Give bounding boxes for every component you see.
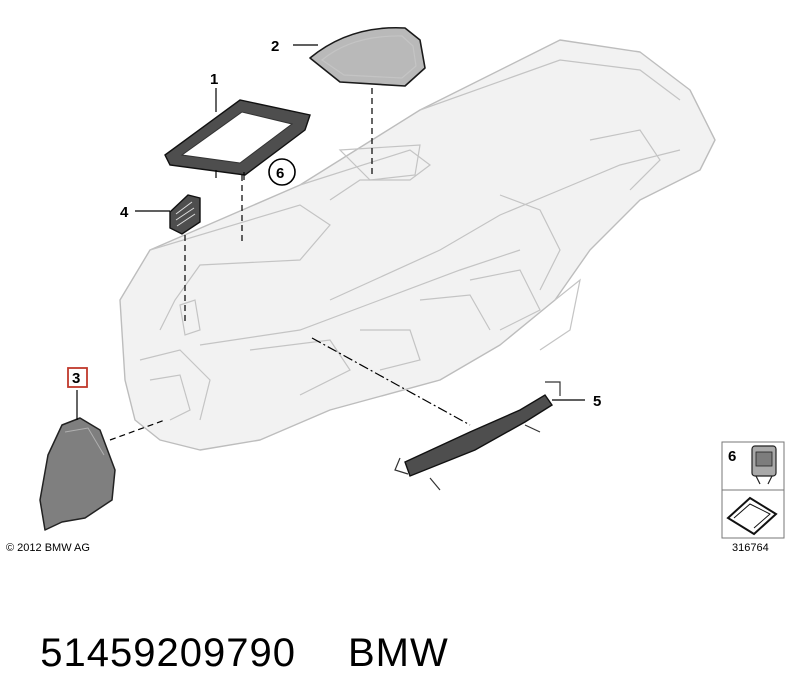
callout-labels: 2 1 4 5 (120, 38, 601, 410)
part-4-vent[interactable] (169, 194, 201, 235)
callout-1: 1 (210, 71, 218, 88)
clip-icon (751, 445, 777, 485)
callout-2: 2 (271, 38, 279, 55)
copyright-text: © 2012 BMW AG (6, 542, 90, 554)
legend-box: 6 (721, 441, 785, 539)
callout-5: 5 (593, 393, 601, 410)
part-2-cover[interactable] (309, 26, 426, 87)
callout-4: 4 (120, 204, 129, 221)
washer-icon (726, 496, 778, 536)
part-1-trim-frame[interactable] (164, 99, 311, 180)
callout-6: 6 (276, 165, 284, 182)
leader-lines (76, 44, 585, 441)
part-5-bracket[interactable] (394, 381, 561, 491)
brand-name: BMW (347, 631, 449, 675)
callout-6-circle: 6 (268, 158, 296, 186)
legend-item-6: 6 (728, 448, 736, 465)
footer: 51459209790 BMW (16, 586, 501, 676)
dashboard-ghost (119, 39, 716, 451)
part-number: 51459209790 (40, 631, 296, 675)
callout-3-highlight: 3 (67, 367, 88, 388)
callout-3: 3 (72, 370, 80, 387)
diagram-number: 316764 (732, 542, 769, 554)
part-3-side-panel[interactable] (39, 417, 116, 531)
